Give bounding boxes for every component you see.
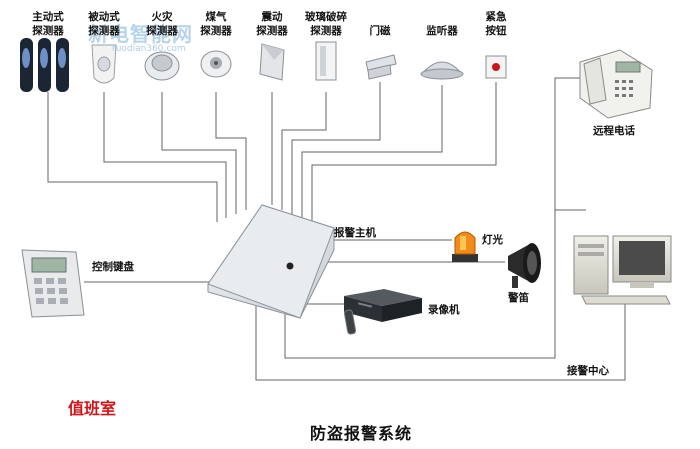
detector-label-active: 主动式 探测器 bbox=[32, 11, 64, 37]
detector-label-vibration: 震动 探测器 bbox=[256, 11, 288, 37]
line-glass-detector bbox=[281, 92, 327, 210]
line-active-detector bbox=[47, 92, 218, 222]
siren-icon bbox=[508, 243, 541, 288]
alarm-host-box bbox=[207, 204, 335, 319]
line-emergency-button bbox=[311, 82, 497, 222]
control-keypad-icon bbox=[21, 249, 85, 318]
vibration-detector-icon bbox=[259, 43, 285, 81]
duty-room-label: 值班室 bbox=[68, 399, 117, 418]
detector-label-gas: 煤气 探测器 bbox=[200, 11, 232, 37]
line-listener bbox=[301, 85, 443, 218]
detector-label-passive: 被动式 探测器 bbox=[88, 11, 120, 37]
warning-light-icon bbox=[452, 231, 478, 262]
diagram-title: 防盗报警系统 bbox=[310, 424, 413, 443]
line-passive-detector bbox=[103, 92, 227, 218]
detector-label-fire: 火灾 探测器 bbox=[146, 11, 178, 37]
line-fire-detector bbox=[161, 92, 237, 214]
line-door-magnet bbox=[291, 82, 381, 214]
emergency-button-icon bbox=[485, 55, 507, 79]
detector-label-listener: 监听器 bbox=[426, 25, 458, 37]
video-recorder-label: 录像机 bbox=[428, 304, 460, 316]
computer-icon bbox=[573, 235, 672, 305]
detector-label-emergency: 紧急 按钮 bbox=[485, 11, 507, 37]
active-detector-icon bbox=[20, 38, 69, 92]
gas-detector-icon bbox=[200, 50, 232, 78]
line-phone bbox=[284, 210, 556, 359]
alarm-center-label: 接警中心 bbox=[567, 365, 609, 377]
connection-lines bbox=[47, 77, 626, 381]
remote-phone-label: 远程电话 bbox=[593, 125, 635, 137]
door-magnet-icon bbox=[365, 54, 397, 80]
light-label: 灯光 bbox=[482, 234, 503, 246]
fire-detector-icon bbox=[144, 51, 180, 81]
line-alarm-center bbox=[255, 300, 626, 381]
glass-break-detector-icon bbox=[315, 41, 337, 81]
line-gas-detector bbox=[215, 92, 247, 210]
detector-label-door: 门磁 bbox=[369, 25, 391, 37]
video-recorder-icon bbox=[343, 289, 422, 335]
monitor-listener-icon bbox=[420, 61, 464, 80]
detector-label-glass: 玻璃破碎 探测器 bbox=[305, 11, 347, 37]
watermark-brand: 新电智能网 bbox=[88, 22, 193, 46]
control-keypad-label: 控制键盘 bbox=[92, 261, 134, 273]
line-remote-phone-branch bbox=[554, 77, 583, 210]
alarm-host-label: 报警主机 bbox=[334, 227, 376, 239]
passive-detector-icon bbox=[91, 44, 117, 84]
watermark-url: ruodian360.com bbox=[112, 44, 186, 54]
siren-label: 警笛 bbox=[508, 292, 529, 304]
telephone-icon bbox=[579, 49, 653, 119]
